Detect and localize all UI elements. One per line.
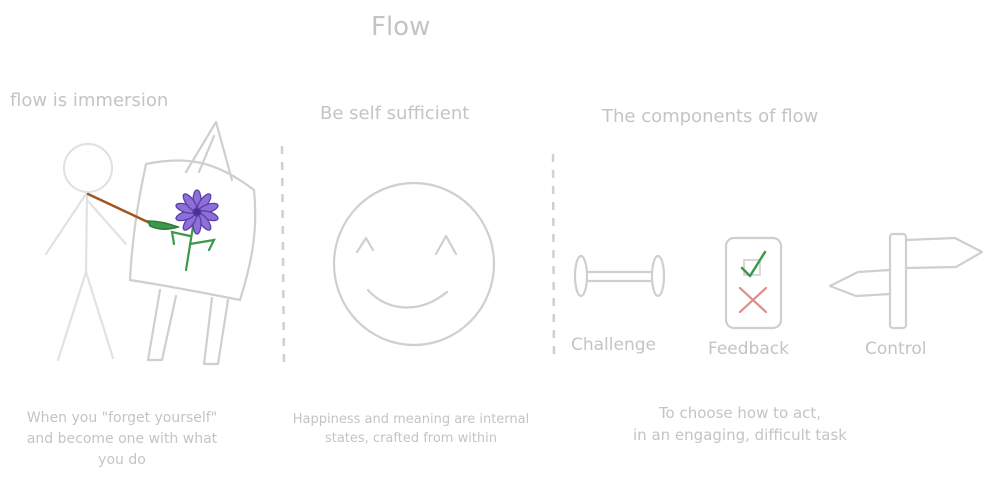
caption-line: states, crafted from within xyxy=(324,431,498,446)
easel-icon xyxy=(128,120,257,366)
component-feedback: Feedback xyxy=(708,339,789,359)
component-control: Control xyxy=(865,339,927,359)
caption-line: and become one with what xyxy=(26,431,218,447)
caption-line: To choose how to act, xyxy=(658,404,822,422)
panel-1-heading: flow is immersion xyxy=(10,90,169,111)
flower-icon xyxy=(170,189,219,272)
separator-right xyxy=(551,153,556,363)
smiley-icon xyxy=(332,181,496,347)
panel-1-caption: When you "forget yourself" and become on… xyxy=(6,408,238,471)
page-title: Flow xyxy=(371,12,431,42)
caption-line: you do xyxy=(98,452,146,468)
signpost-icon xyxy=(828,232,984,330)
panel-3-caption: To choose how to act, in an engaging, di… xyxy=(600,402,880,446)
panel-2-heading: Be self sufficient xyxy=(320,103,470,124)
component-challenge: Challenge xyxy=(571,335,656,355)
brush-icon xyxy=(86,192,181,230)
panel-2-caption: Happiness and meaning are internal state… xyxy=(280,410,542,448)
caption-line: When you "forget yourself" xyxy=(26,410,218,426)
checklist-icon xyxy=(724,236,783,330)
caption-line: in an engaging, difficult task xyxy=(633,426,847,444)
caption-line: Happiness and meaning are internal xyxy=(292,412,530,427)
stick-figure-icon xyxy=(44,142,128,362)
panel-3-heading: The components of flow xyxy=(602,106,819,127)
dumbbell-icon xyxy=(573,254,666,298)
separator-left xyxy=(280,145,286,367)
